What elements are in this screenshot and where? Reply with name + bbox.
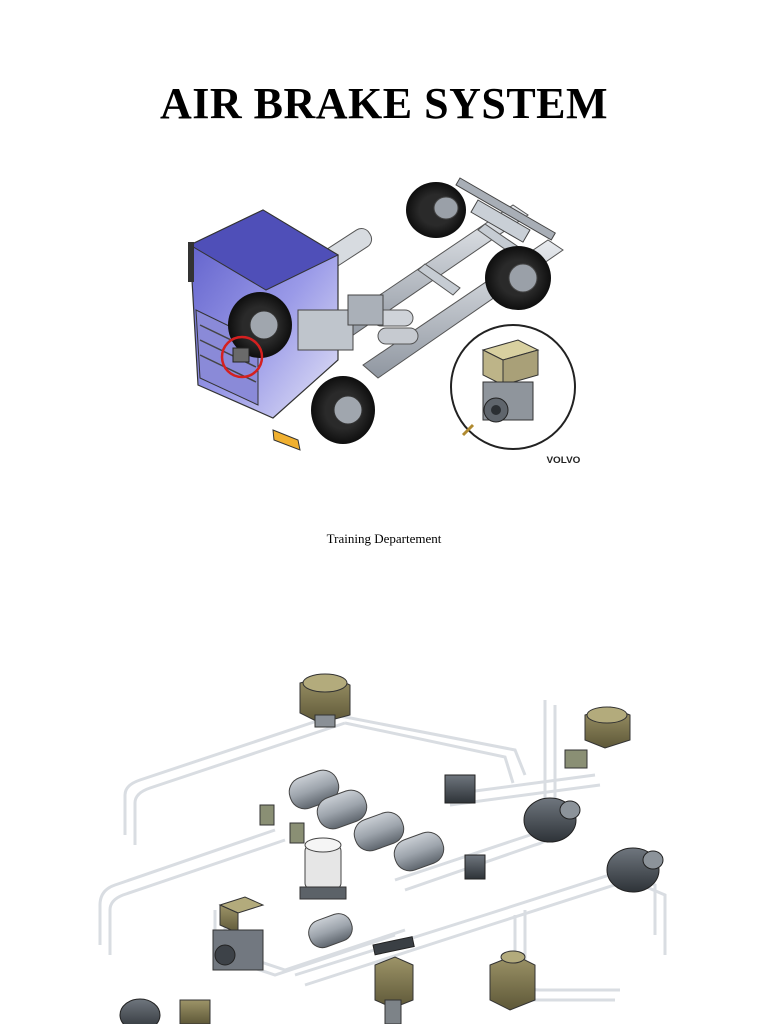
volvo-brand-mark: VOLVO [546, 455, 581, 465]
air-brake-components-diagram [98, 673, 667, 1024]
foot-brake-valve [372, 936, 415, 1024]
air-dryer [299, 837, 347, 900]
air-compressor-icon [461, 339, 540, 437]
valve-bottom-left [179, 999, 211, 1024]
relay-valve-right [584, 706, 631, 749]
air-tubing [98, 700, 667, 1002]
figure-caption: Training Departement [326, 531, 442, 546]
air-tank [288, 769, 445, 949]
truck-chassis-illustration [188, 177, 576, 451]
brake-chamber [119, 797, 664, 1024]
brake-components-diagram [95, 655, 675, 1024]
truck-illustration: VOLVO [178, 160, 608, 470]
compressor [212, 896, 265, 971]
relay-valve [299, 673, 351, 728]
trailer-control-valve [489, 950, 536, 1011]
page-title: AIR BRAKE SYSTEM [159, 79, 609, 128]
control-valve [259, 749, 588, 880]
